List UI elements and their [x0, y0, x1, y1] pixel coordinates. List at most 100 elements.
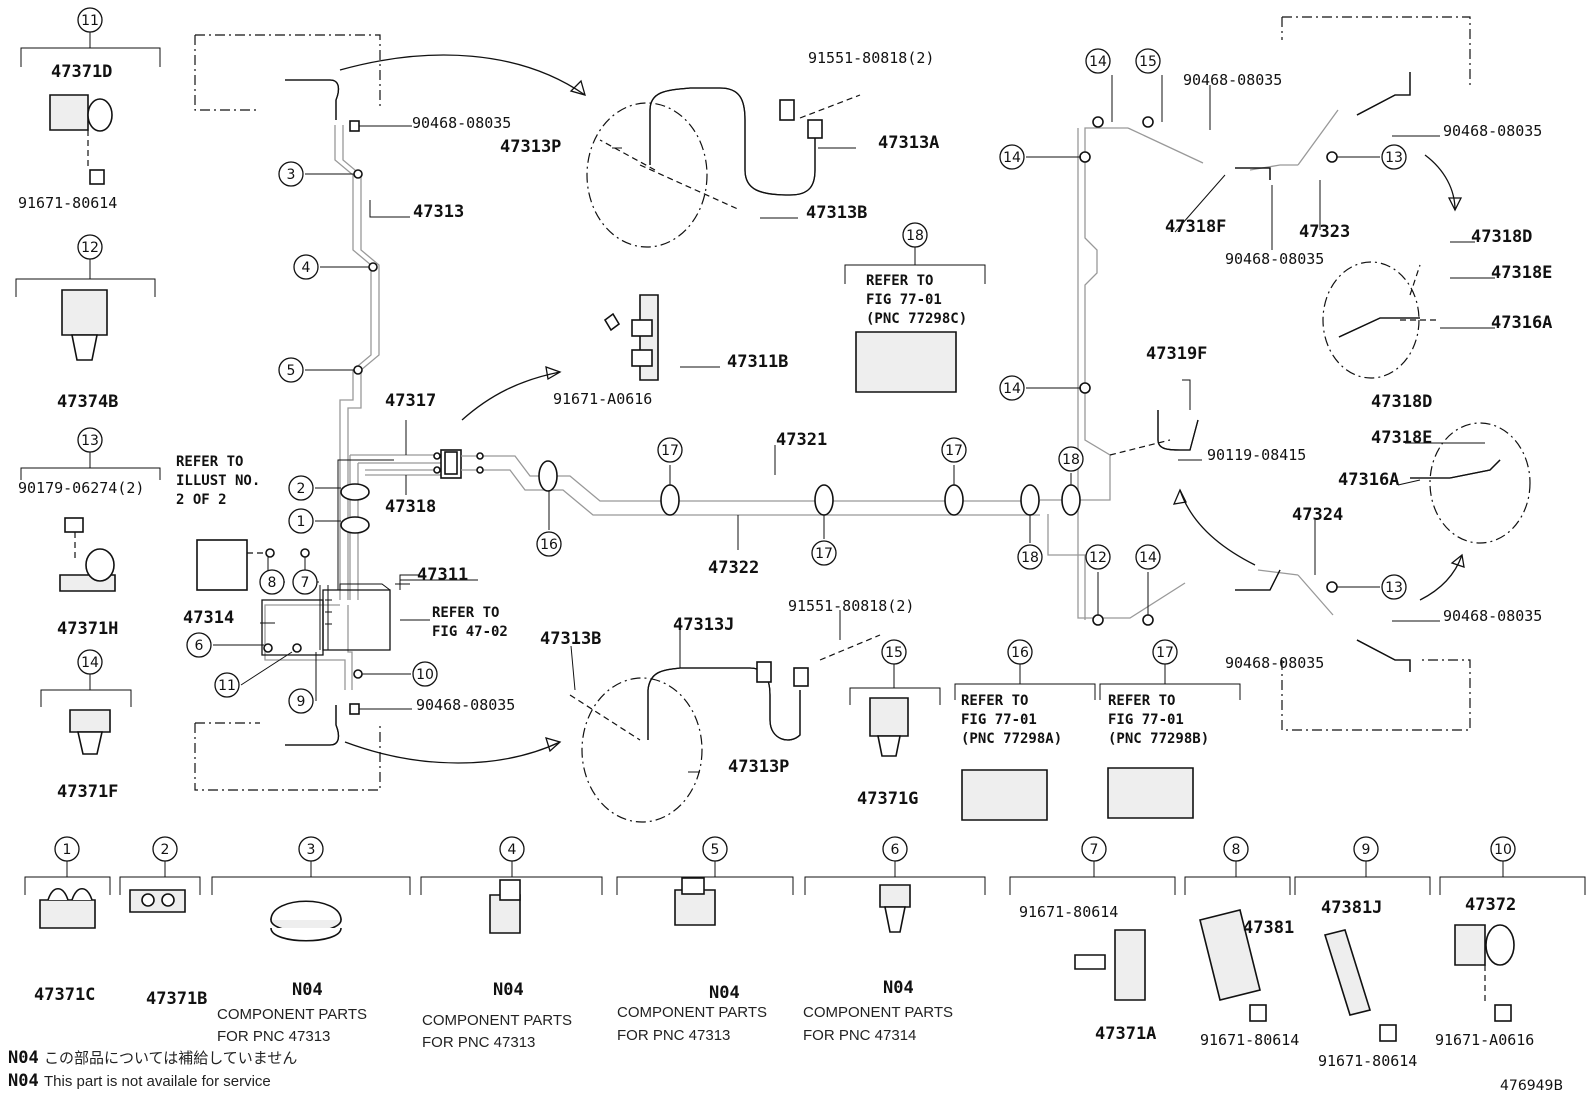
- bottom-callout-10: 10: [1490, 836, 1516, 862]
- part-label: 90468-08035: [1225, 250, 1324, 268]
- part-label: 47371B: [146, 989, 207, 1009]
- note-line-jp: この部品については補給していません: [44, 1050, 297, 1067]
- callout-number: 2: [161, 842, 170, 858]
- bottom-callout-3: 3: [298, 836, 324, 862]
- callout-number: 18: [1021, 550, 1039, 566]
- callout-16: 16: [536, 531, 562, 557]
- part-label: 47319F: [1146, 344, 1207, 364]
- callout-number: 5: [287, 363, 296, 379]
- refer-note-line: ILLUST NO.: [176, 473, 260, 489]
- callout-number: 14: [1139, 550, 1157, 566]
- callout-13: 13: [77, 427, 103, 453]
- bracket-47371a-icon: [1074, 929, 1146, 1001]
- callout-number: 11: [81, 13, 99, 29]
- clamp-set-icon: [855, 331, 1194, 821]
- part-label: 90468-08035: [416, 696, 515, 714]
- callout-11: 11: [214, 672, 240, 698]
- part-label: 47314: [183, 608, 234, 628]
- refer-note-line: (PNC 77298A): [961, 731, 1062, 747]
- callout-number: 7: [301, 575, 310, 591]
- callout-number: 15: [885, 645, 903, 661]
- refer-note-line: REFER TO: [1108, 693, 1175, 709]
- part-labels: 90468-0803591551-80818(2)47313A47313P473…: [18, 49, 1552, 1070]
- bottom-callout-4: 4: [499, 836, 525, 862]
- callout-number: 5: [711, 842, 720, 858]
- callout-14: 14: [77, 649, 103, 675]
- part-label: 90468-08035: [412, 114, 511, 132]
- callout-16: 16: [1007, 639, 1033, 665]
- part-label: 91671-80614: [1318, 1052, 1417, 1070]
- part-label: 91671-80614: [18, 194, 117, 212]
- callout-18: 18: [1058, 446, 1084, 472]
- part-label: 47313A: [878, 133, 939, 153]
- part-label: 47311: [417, 565, 468, 585]
- callout-number: 6: [891, 842, 900, 858]
- clip-14-icon: [69, 709, 111, 755]
- callout-12: 12: [1085, 544, 1111, 570]
- part-label: 47313: [413, 202, 464, 222]
- part-label: N04: [292, 980, 323, 1000]
- part-label: 47318D: [1371, 392, 1432, 412]
- callout-1: 1: [288, 508, 314, 534]
- component-caption: COMPONENT PARTS: [803, 1004, 953, 1021]
- callout-17: 17: [811, 540, 837, 566]
- callout-number: 4: [508, 842, 517, 858]
- part-label: 47313P: [728, 757, 789, 777]
- part-label: 91671-A0616: [1435, 1031, 1534, 1049]
- note-line-en: This part is not availale for service: [44, 1073, 271, 1090]
- callout-14: 14: [1135, 544, 1161, 570]
- part-label: 47371C: [34, 985, 95, 1005]
- callout-number: 9: [297, 694, 306, 710]
- callout-13: 13: [1381, 574, 1407, 600]
- part-label: 47372: [1465, 895, 1516, 915]
- callout-18: 18: [902, 222, 928, 248]
- bottom-callout-2: 2: [152, 836, 178, 862]
- refer-note-line: REFER TO: [961, 693, 1028, 709]
- callout-number: 15: [1139, 54, 1157, 70]
- part-label: 47318F: [1165, 217, 1226, 237]
- refer-note-line: (PNC 77298C): [866, 311, 967, 327]
- part-label: 47318D: [1471, 227, 1532, 247]
- callout-number: 10: [1494, 842, 1512, 858]
- part-label: 91551-80818(2): [808, 49, 934, 67]
- callout-11: 11: [77, 7, 103, 33]
- callout-5: 5: [278, 357, 304, 383]
- callout-2: 2: [288, 475, 314, 501]
- part-label: 47371H: [57, 619, 118, 639]
- part-label: 47371A: [1095, 1024, 1156, 1044]
- part-label: 90468-08035: [1443, 122, 1542, 140]
- part-label: 47324: [1292, 505, 1343, 525]
- callout-6: 6: [186, 632, 212, 658]
- callout-number: 18: [1062, 452, 1080, 468]
- callout-14: 14: [999, 144, 1025, 170]
- component-captions: COMPONENT PARTS FOR PNC 47313 COMPONENT PA…: [217, 1004, 953, 1051]
- component-caption: COMPONENT PARTS: [422, 1012, 572, 1029]
- part-label: 47318E: [1371, 428, 1432, 448]
- brake-joint-icon: [433, 451, 484, 475]
- part-label: 90468-08035: [1225, 654, 1324, 672]
- bracket-47381-icon: [1199, 909, 1267, 1022]
- part-label: N04: [493, 980, 524, 1000]
- part-label: 47371F: [57, 782, 118, 802]
- refer-note-line: REFER TO: [432, 605, 499, 621]
- callout-number: 17: [815, 546, 833, 562]
- refer-note-line: FIG 77-01: [1108, 712, 1184, 728]
- part-label: 90119-08415: [1207, 446, 1306, 464]
- part-label: 47316A: [1338, 470, 1399, 490]
- refer-note-line: 2 OF 2: [176, 492, 227, 508]
- callout-10: 10: [412, 661, 438, 687]
- clip-47371b-icon: [129, 889, 186, 913]
- clip-5-icon: [674, 877, 716, 926]
- callout-17: 17: [941, 437, 967, 463]
- callout-number: 4: [302, 260, 311, 276]
- part-label: 91551-80818(2): [788, 597, 914, 615]
- part-label: 47318E: [1491, 263, 1552, 283]
- callout-3: 3: [278, 161, 304, 187]
- callout-number: 3: [287, 167, 296, 183]
- callout-8: 8: [259, 569, 285, 595]
- component-caption: FOR PNC 47313: [422, 1034, 535, 1051]
- part-label: N04: [883, 978, 914, 998]
- callout-17: 17: [657, 437, 683, 463]
